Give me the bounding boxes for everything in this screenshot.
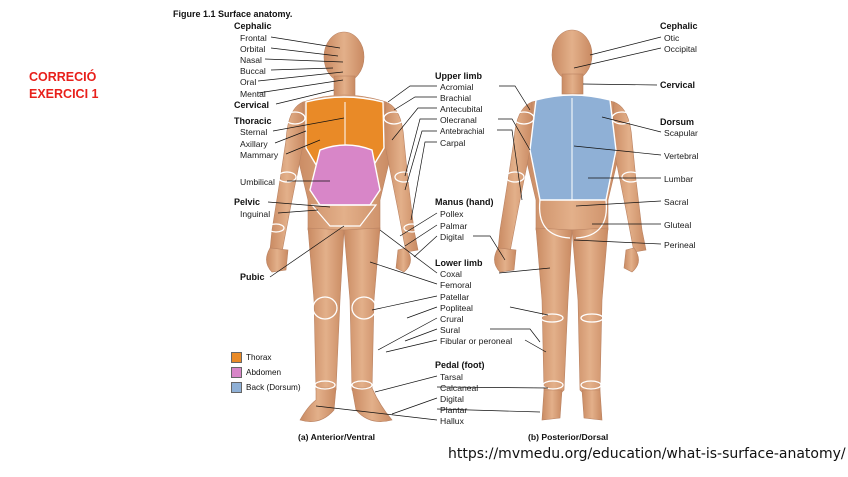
label-cervical-posterior: Cervical [660,80,696,90]
back-region [529,94,617,201]
label-palmar: Palmar [440,221,468,231]
legend-label-abdomen: Abdomen [246,368,282,377]
label-sacral: Sacral [664,197,689,207]
legend-swatch-thorax [231,352,242,363]
legend-swatch-back [231,382,242,393]
label-hallux: Hallux [440,416,464,426]
label-antebrachial: Antebrachial [440,127,485,136]
correction-line-1: CORRECIÓ [29,70,97,84]
label-umbilical: Umbilical [240,177,275,187]
label-mammary: Mammary [240,150,279,160]
label-brachial: Brachial [440,93,472,103]
label-carpal: Carpal [440,138,466,148]
header-manus: Manus (hand) [435,197,494,207]
label-cephalic-anterior: Cephalic [234,21,272,31]
label-inguinal: Inguinal [240,209,271,219]
figure-title: Figure 1.1 Surface anatomy. [173,9,293,19]
label-frontal: Frontal [240,33,267,43]
label-orbital: Orbital [240,44,266,54]
header-pedal: Pedal (foot) [435,360,485,370]
label-acromial: Acromial [440,82,474,92]
label-femoral: Femoral [440,280,472,290]
label-nasal: Nasal [240,55,262,65]
posterior-figure [494,29,647,421]
label-dorsum: Dorsum [660,117,695,127]
label-tarsal: Tarsal [440,372,463,382]
label-plantar: Plantar [440,405,468,415]
label-vertebral: Vertebral [664,151,699,161]
label-digital-hand: Digital [440,232,464,242]
label-occipital: Occipital [664,44,697,54]
label-scapular: Scapular [664,128,698,138]
label-axillary: Axillary [240,139,268,149]
label-otic: Otic [664,33,680,43]
legend-label-back: Back (Dorsum) [246,383,301,392]
label-antecubital: Antecubital [440,104,483,114]
label-crural: Crural [440,314,464,324]
label-popliteal: Popliteal [440,303,473,313]
label-patellar: Patellar [440,292,470,302]
label-fibular: Fibular or peroneal [440,336,513,346]
source-url[interactable]: https://mvmedu.org/education/what-is-sur… [448,446,846,462]
caption-anterior: (a) Anterior/Ventral [298,432,376,442]
label-sural: Sural [440,325,461,335]
label-digital-foot: Digital [440,394,464,404]
label-mental: Mental [240,89,266,99]
label-calcaneal: Calcaneal [440,383,479,393]
caption-posterior: (b) Posterior/Dorsal [528,432,609,442]
label-sternal: Sternal [240,127,268,137]
label-perineal: Perineal [664,240,696,250]
label-buccal: Buccal [240,66,266,76]
label-olecranal: Olecranal [440,115,477,125]
label-pollex: Pollex [440,209,464,219]
correction-line-2: EXERCICI 1 [29,87,99,101]
legend-label-thorax: Thorax [246,353,272,362]
label-cervical-anterior: Cervical [234,100,270,110]
label-oral: Oral [240,77,257,87]
label-thoracic: Thoracic [234,116,272,126]
label-coxal: Coxal [440,269,462,279]
label-cephalic-posterior: Cephalic [660,21,698,31]
label-lumbar: Lumbar [664,174,694,184]
label-pubic: Pubic [240,272,265,282]
legend-swatch-abdomen [231,367,242,378]
abdomen-region [309,144,381,206]
label-gluteal: Gluteal [664,220,692,230]
label-pelvic: Pelvic [234,197,261,207]
header-upper-limb: Upper limb [435,71,483,81]
header-lower-limb: Lower limb [435,258,483,268]
